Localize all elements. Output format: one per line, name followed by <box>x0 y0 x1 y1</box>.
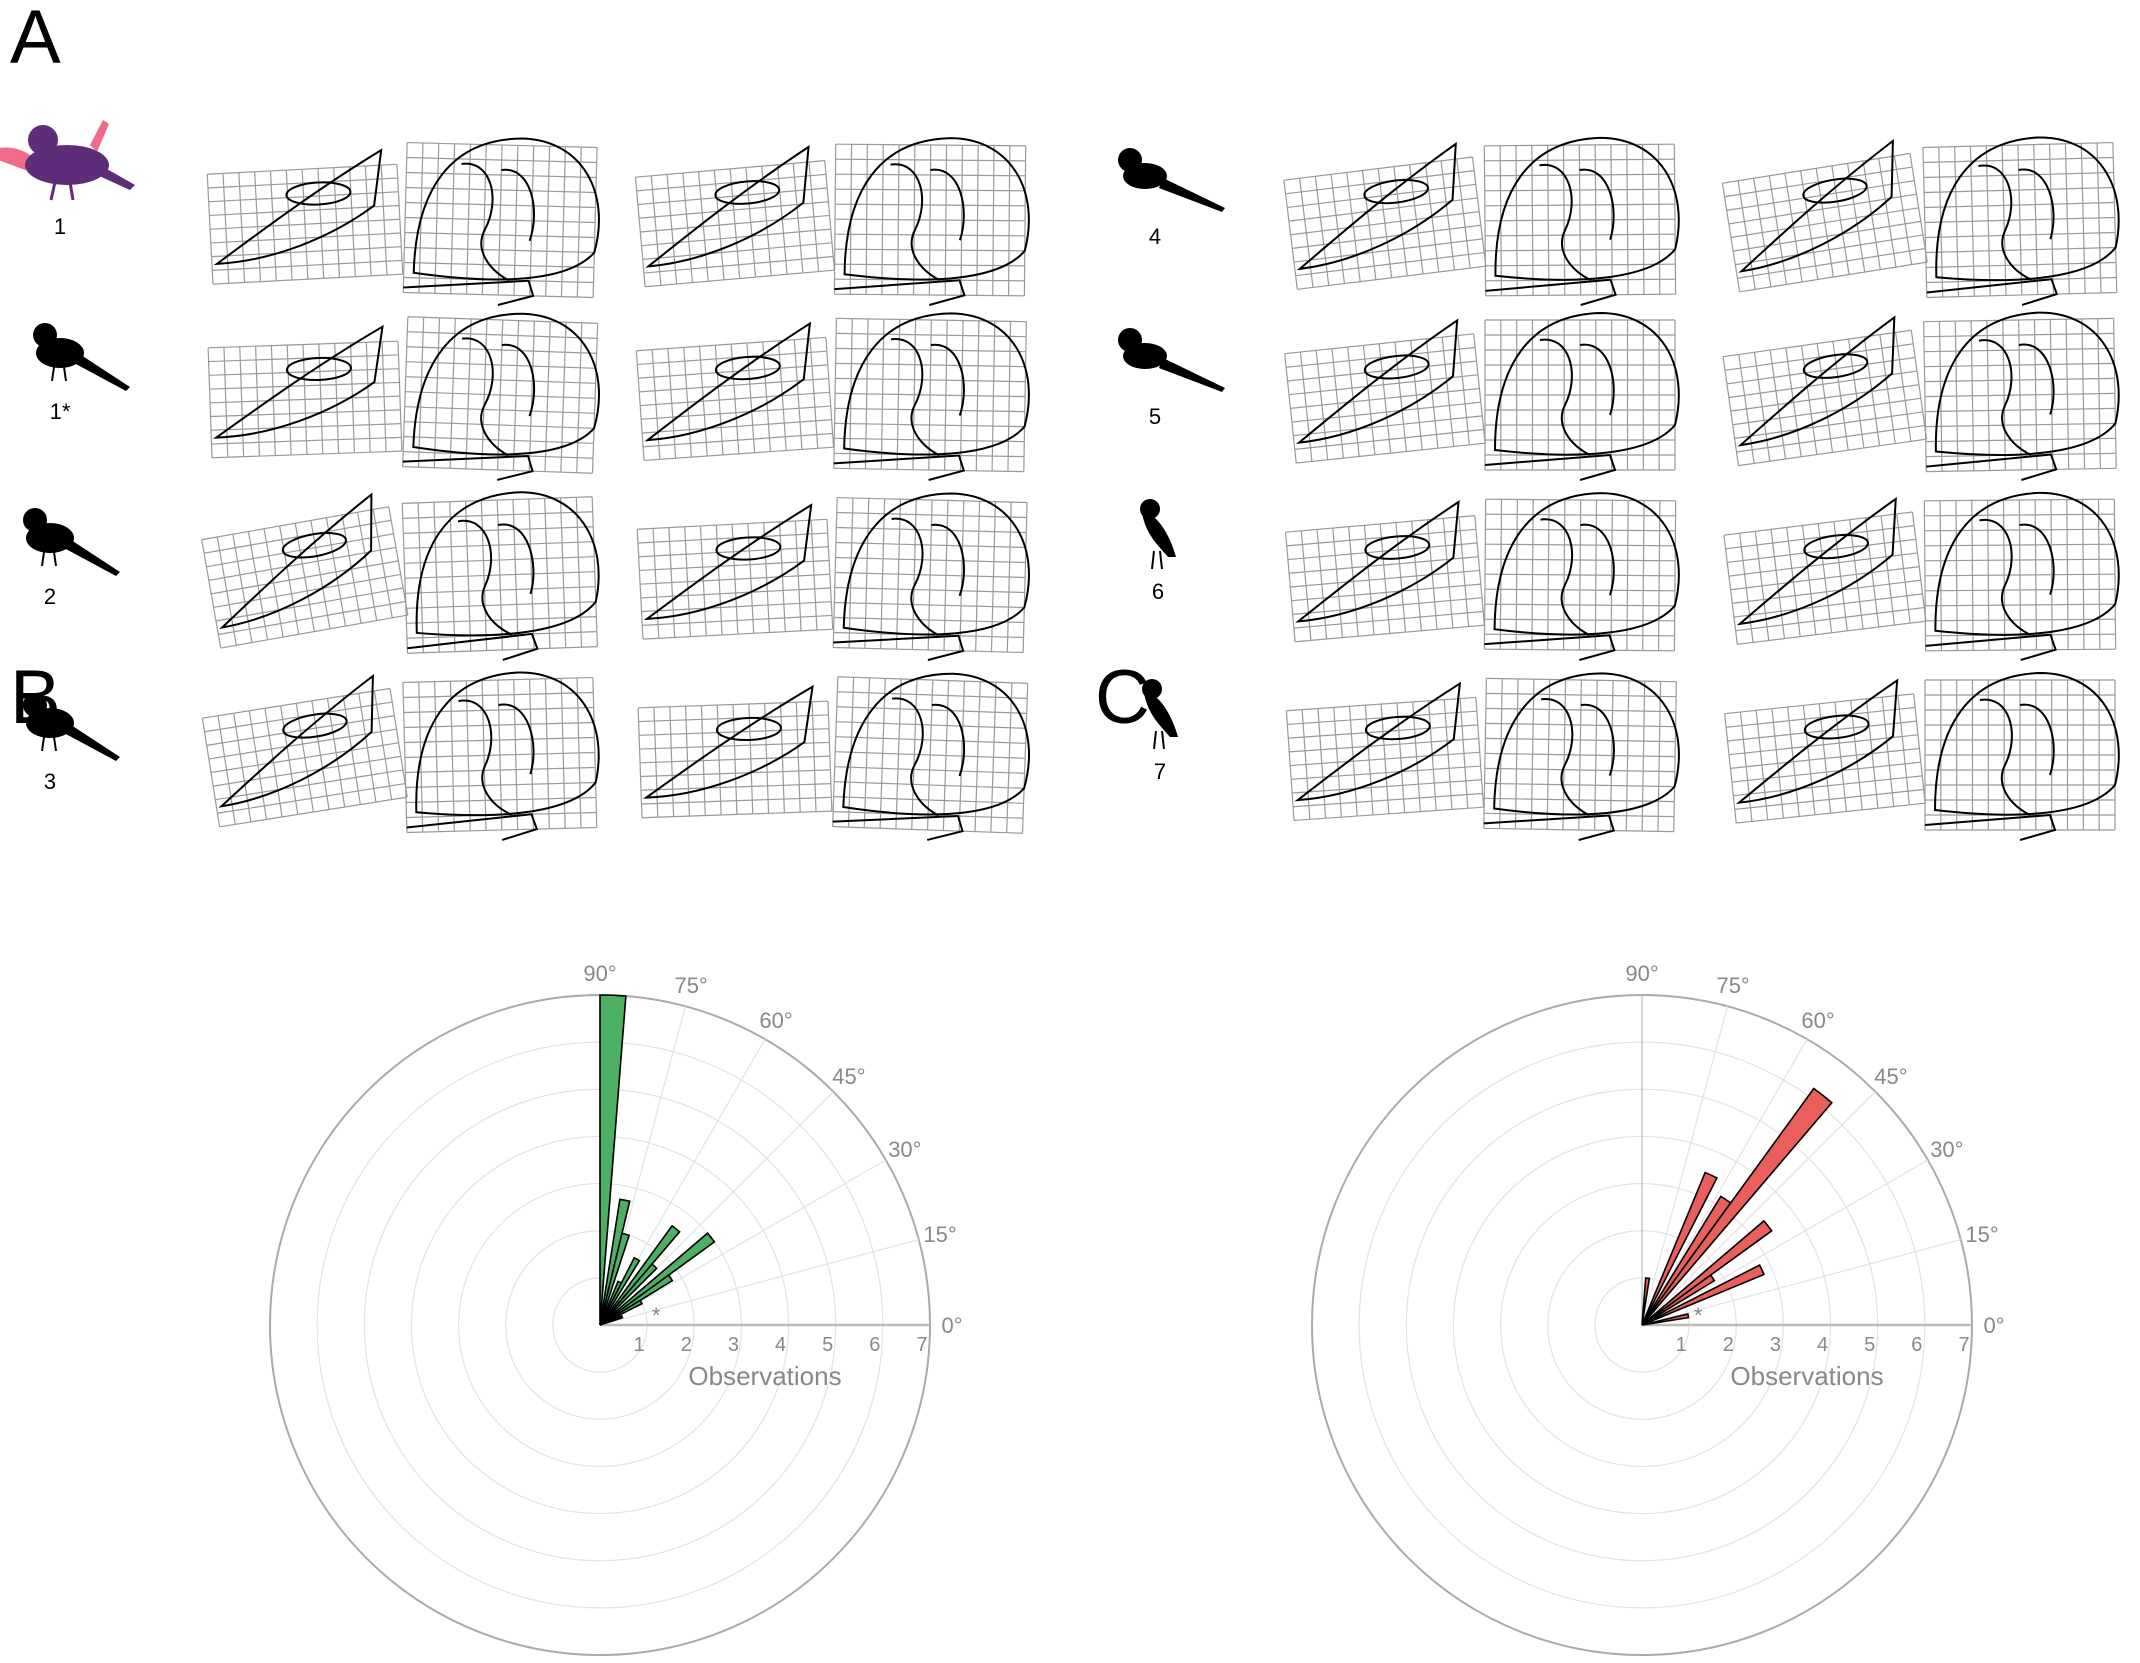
bird-4: 4 <box>1075 140 1235 250</box>
radial-tick-label: 5 <box>822 1334 833 1356</box>
bird-label: 7 <box>1153 759 1167 784</box>
bird-icon <box>23 693 120 761</box>
bird-icon <box>1118 148 1225 212</box>
angle-tick-label: 30° <box>888 1137 921 1162</box>
angle-tick-label: 15° <box>1965 1222 1998 1247</box>
radial-tick-label: 1 <box>634 1334 645 1356</box>
radial-tick-label: 4 <box>1817 1334 1828 1356</box>
rose-bar <box>1641 1087 1833 1326</box>
axis-title: Observations <box>1730 1361 1883 1391</box>
deformation-grid-pair <box>637 672 1030 841</box>
bird-5: 5 <box>1075 320 1235 430</box>
deformation-grid-pair <box>636 492 1030 661</box>
rose-bar <box>1641 1171 1718 1326</box>
angle-tick-label: 90° <box>583 961 616 986</box>
rose-bar <box>599 1314 624 1326</box>
angle-tick-label: 15° <box>923 1222 956 1247</box>
bird-1: 1 <box>0 110 140 240</box>
radial-tick-label: 7 <box>916 1334 927 1356</box>
bird-icon <box>33 323 130 391</box>
panel-label-c: C <box>1095 655 1150 740</box>
axis-title: Observations <box>688 1361 841 1391</box>
deformation-grid-pair <box>206 137 600 306</box>
bird-icon <box>1118 328 1225 392</box>
bird-6: 6 <box>1078 495 1238 605</box>
rose-bar <box>599 1262 658 1326</box>
deformation-grid-pair <box>1284 492 1680 661</box>
angle-gridline <box>1641 1239 1961 1326</box>
angle-gridline <box>1641 1038 1808 1326</box>
bird-label: 5 <box>1148 404 1162 429</box>
angle-tick-label: 75° <box>1716 973 1749 998</box>
radial-tick-label: 5 <box>1864 1334 1875 1356</box>
bird-label: 1 <box>53 214 67 239</box>
rose-bar <box>1641 1263 1765 1326</box>
deformation-grid-pair <box>201 671 600 841</box>
radial-tick-label: 6 <box>1911 1334 1922 1356</box>
bird-2: 2 <box>0 500 130 610</box>
angle-gridline <box>1641 1006 1728 1326</box>
deformation-grid-pair <box>1721 136 2120 306</box>
bird-7: 7 <box>1080 675 1240 785</box>
bird-1-star: 1* <box>0 315 140 425</box>
bird-icon <box>0 120 135 201</box>
rose-bar <box>1641 1219 1773 1326</box>
rose-bar <box>1641 1277 1651 1326</box>
rose-bar <box>1641 1274 1716 1326</box>
asterisk-marker: * <box>1694 1303 1703 1328</box>
angle-tick-label: 75° <box>674 973 707 998</box>
angle-tick-label: 45° <box>1874 1064 1907 1089</box>
bird-3: 3 <box>0 685 130 795</box>
radial-tick-label: 1 <box>1676 1334 1687 1356</box>
bird-label: 1* <box>49 399 71 424</box>
angle-tick-label: 60° <box>1801 1008 1834 1033</box>
bird-label: 6 <box>1151 579 1165 604</box>
deformation-grid-pair <box>1724 671 2120 841</box>
rose-bar <box>599 1256 641 1326</box>
radial-tick-label: 6 <box>869 1334 880 1356</box>
rose-bar <box>599 1232 631 1326</box>
angle-gridline <box>599 1159 887 1326</box>
angle-gridline <box>599 1239 919 1326</box>
radial-tick-label: 2 <box>1723 1334 1734 1356</box>
bird-label: 3 <box>43 769 57 794</box>
rose-bar <box>599 1299 644 1326</box>
deformation-grid-pair <box>201 491 600 661</box>
angle-tick-label: 90° <box>1625 961 1658 986</box>
deformation-grid-pair <box>1722 311 2120 481</box>
radial-tick-label: 3 <box>1770 1334 1781 1356</box>
radial-tick-label: 7 <box>1958 1334 1969 1356</box>
radial-tick-label: 2 <box>681 1334 692 1356</box>
deformation-grid-pair <box>635 312 1030 481</box>
deformation-grid-pair <box>634 137 1030 306</box>
deformation-grid-pair <box>1285 672 1680 841</box>
angle-tick-label: 0° <box>941 1313 962 1338</box>
rose-bar <box>599 994 627 1326</box>
angle-tick-label: 60° <box>759 1008 792 1033</box>
rose-bar <box>1641 1313 1690 1326</box>
angle-gridline <box>1641 1159 1929 1326</box>
angle-tick-label: 45° <box>832 1064 865 1089</box>
deformation-grid-pair <box>207 312 600 481</box>
bird-icon <box>1140 499 1176 570</box>
deformation-grid-pair <box>1283 136 1680 306</box>
angle-tick-label: 30° <box>1930 1137 1963 1162</box>
bird-icon <box>23 508 120 576</box>
deformation-grid-pair <box>1723 491 2120 661</box>
rose-bar <box>599 1232 716 1326</box>
angle-gridline <box>1641 1091 1876 1326</box>
bird-label: 2 <box>43 584 57 609</box>
radial-tick-label: 4 <box>775 1334 786 1356</box>
radial-tick-label: 3 <box>728 1334 739 1356</box>
rose-bar <box>599 1274 674 1326</box>
rose-bar <box>599 1224 681 1326</box>
deformation-grid-pair <box>1284 311 1680 481</box>
asterisk-marker: * <box>652 1303 661 1328</box>
angle-tick-label: 0° <box>1983 1313 2004 1338</box>
bird-icon <box>1142 679 1178 750</box>
bird-label: 4 <box>1148 224 1162 249</box>
panel-label-a: A <box>10 0 61 80</box>
